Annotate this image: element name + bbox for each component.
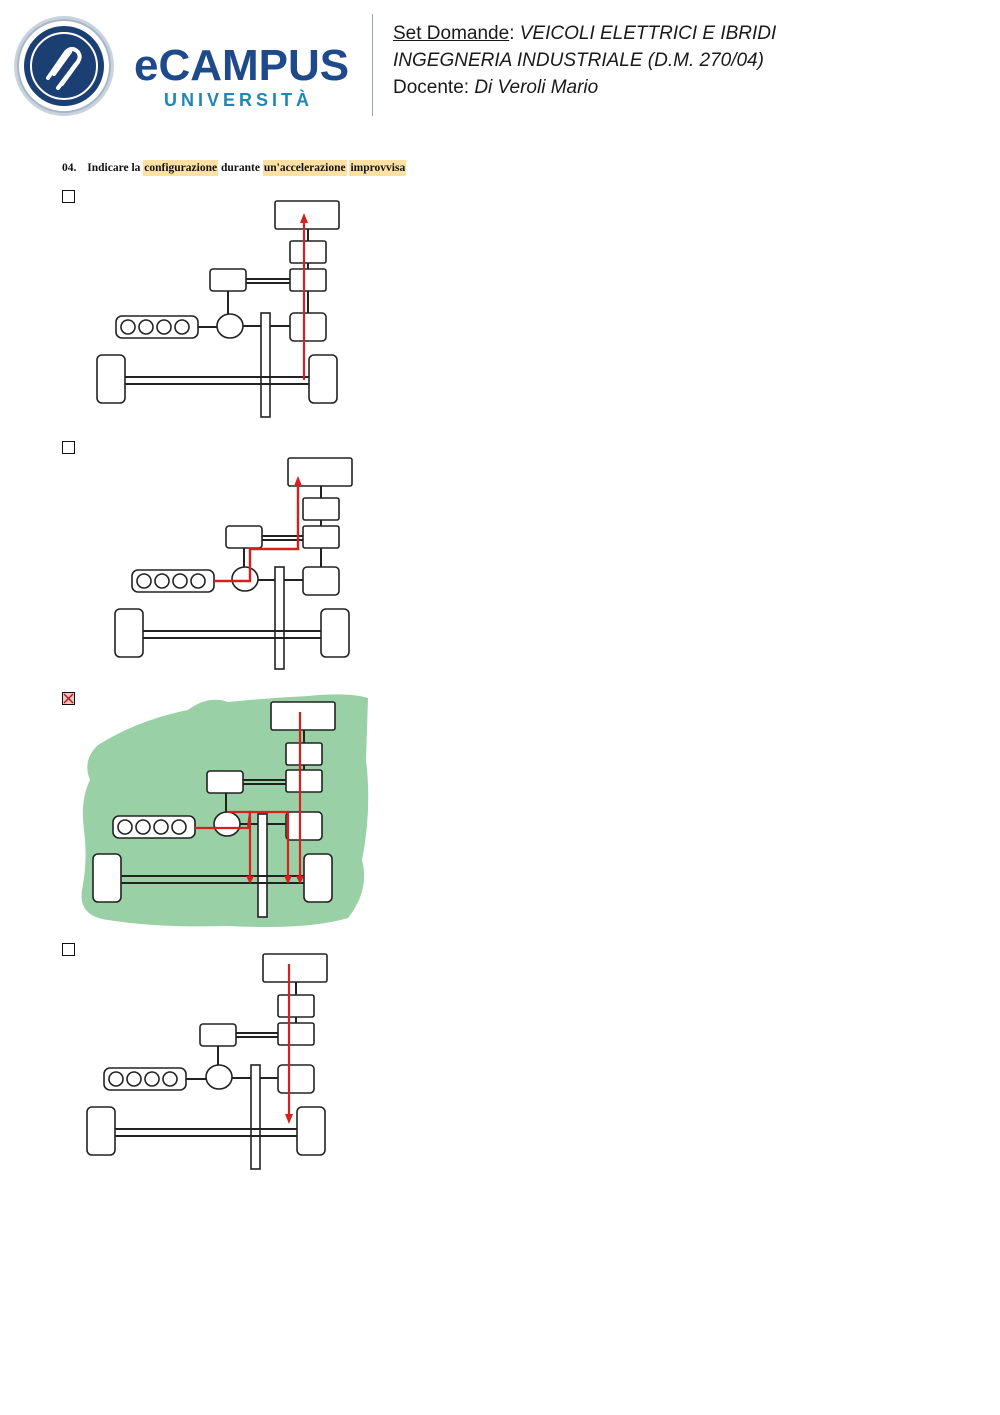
teacher-label: Docente: xyxy=(393,77,470,98)
course-title: VEICOLI ELETTRICI E IBRIDI xyxy=(519,23,777,44)
question-highlight: un'accelerazione xyxy=(262,160,347,176)
header-divider xyxy=(372,14,373,116)
question-highlight: configurazione xyxy=(143,160,219,176)
option-4-checkbox[interactable] xyxy=(62,943,75,956)
question-text: 04. Indicare la configurazione durante u… xyxy=(62,160,407,176)
option-3-checkbox[interactable] xyxy=(62,692,75,705)
teacher-name: Di Veroli Mario xyxy=(474,77,599,98)
ecampus-logo: eCAMPUS UNIVERSITÀ xyxy=(14,16,349,116)
question-highlight: improvvisa xyxy=(349,160,407,176)
svg-text:eCAMPUS: eCAMPUS xyxy=(134,41,349,90)
option-4-diagram xyxy=(86,953,328,1170)
course-info: Set Domande: VEICOLI ELETTRICI E IBRIDI … xyxy=(393,23,777,98)
question-part: durante xyxy=(220,162,260,174)
option-2-checkbox[interactable] xyxy=(62,441,75,454)
document-header: eCAMPUS UNIVERSITÀ Set Domande: VEICOLI … xyxy=(0,0,1000,130)
set-label: Set Domande xyxy=(393,23,510,44)
question-part: Indicare la xyxy=(87,162,141,174)
option-1-checkbox[interactable] xyxy=(62,190,75,203)
question-number: 04. xyxy=(62,162,77,174)
svg-text:UNIVERSITÀ: UNIVERSITÀ xyxy=(164,89,313,110)
option-3-diagram xyxy=(81,694,369,927)
check-x-icon xyxy=(63,693,74,704)
degree-title: INGEGNERIA INDUSTRIALE (D.M. 270/04) xyxy=(393,50,764,71)
option-2-diagram xyxy=(114,457,353,670)
option-1-diagram xyxy=(96,200,340,418)
